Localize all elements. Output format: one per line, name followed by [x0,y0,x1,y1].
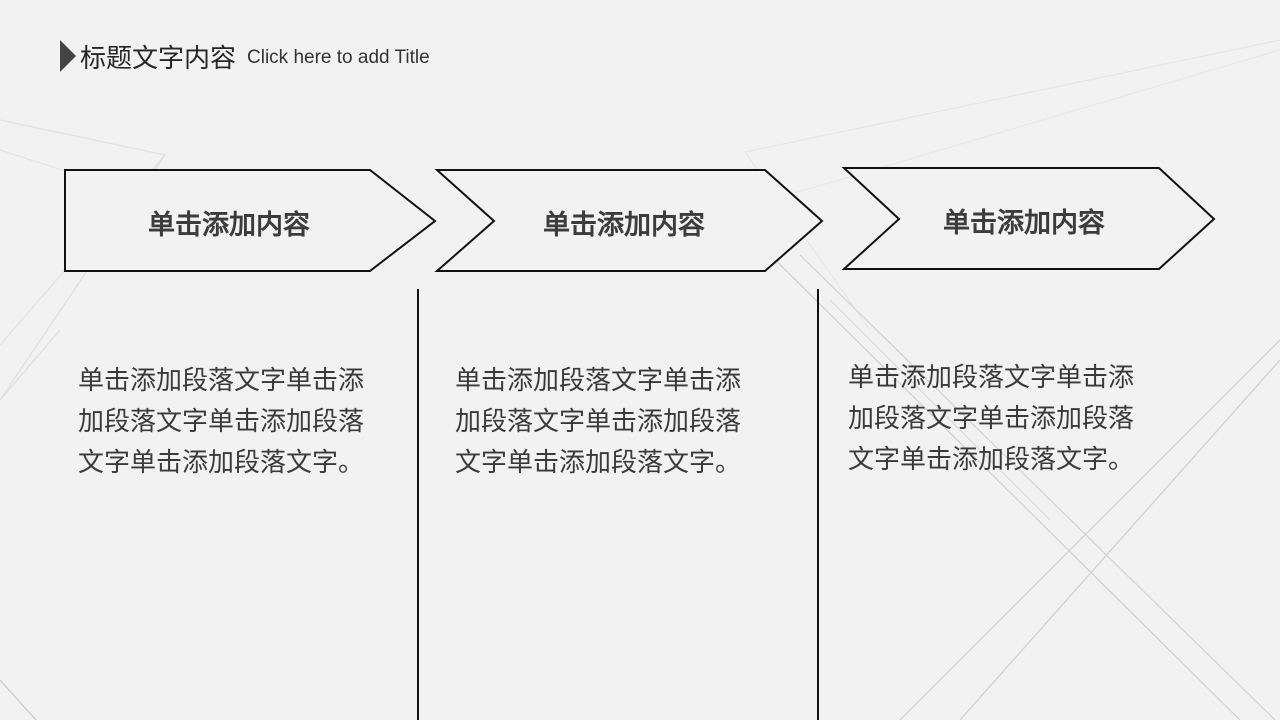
step-3-body-text[interactable]: 单击添加段落文字单击添加段落文字单击添加段落文字单击添加段落文字。 [848,363,1135,475]
step-2-arrow-shape[interactable] [434,169,824,272]
column-divider-1 [417,289,419,720]
step-1-body-text[interactable]: 单击添加段落文字单击添加段落文字单击添加段落文字单击添加段落文字。 [78,366,365,478]
step-2-heading[interactable]: 单击添加内容 [543,210,705,241]
step-2-body-text[interactable]: 单击添加段落文字单击添加段落文字单击添加段落文字单击添加段落文字。 [455,366,742,478]
slide-title[interactable]: 标题文字内容 Click here to add Title [60,36,430,76]
step-1-arrow-shape[interactable] [64,169,437,272]
title-text[interactable]: 标题文字内容 [80,43,237,74]
title-subtitle[interactable]: Click here to add Title [247,47,430,68]
column-divider-2 [817,289,819,720]
step-3-heading[interactable]: 单击添加内容 [943,208,1105,239]
step-1-heading[interactable]: 单击添加内容 [148,210,310,241]
triangle-right-icon [60,40,76,72]
step-3-arrow-shape[interactable] [841,167,1216,270]
